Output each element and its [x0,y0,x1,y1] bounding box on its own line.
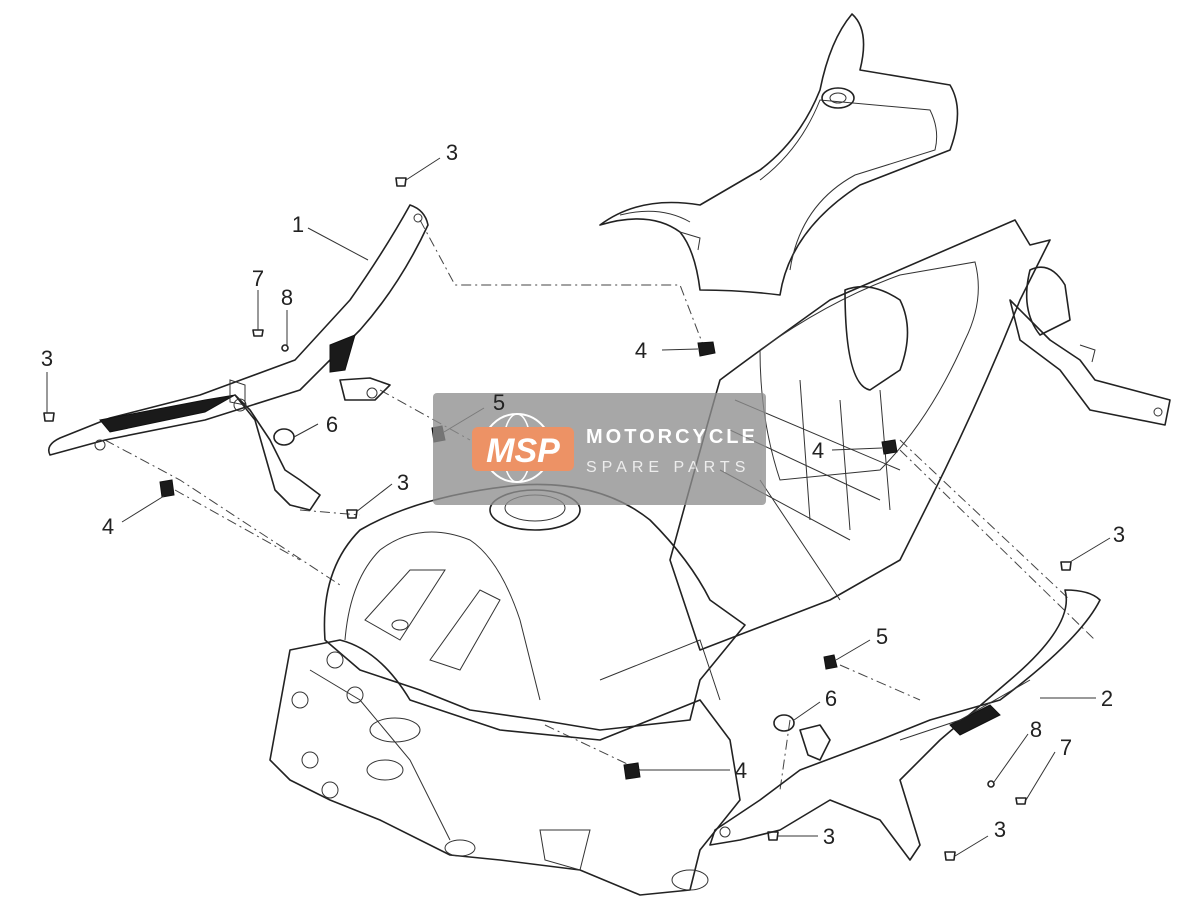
watermark-brand: MOTORCYCLE [586,426,758,448]
callout-label: 3 [994,817,1006,842]
callout-label: 3 [41,346,53,371]
callouts: 3 1 7 8 3 6 5 3 4 4 4 3 5 2 6 8 7 4 3 3 [41,140,1125,849]
callout-label: 8 [1030,717,1042,742]
watermark-sub: SPARE PARTS [586,459,750,476]
callout-label: 3 [1113,522,1125,547]
callout-label: 3 [446,140,458,165]
leader-lines [46,157,1111,857]
seat [599,13,959,296]
watermark-logo: MSP [486,432,560,470]
callout-label: 3 [823,824,835,849]
callout-label: 6 [326,412,338,437]
callout-label: 4 [102,514,114,539]
left-side-fairing [47,204,429,511]
callout-label: 7 [1060,735,1072,760]
fuel-tank [323,483,746,731]
watermark-panel [433,393,766,505]
hardware [43,177,1072,861]
callout-label: 4 [635,338,647,363]
callout-label: 4 [812,438,824,463]
watermark: MSP MOTORCYCLE SPARE PARTS [433,393,766,505]
right-side-fairing [709,589,1101,861]
callout-label: 5 [493,390,505,415]
callout-label: 2 [1101,686,1113,711]
callout-label: 5 [876,624,888,649]
callout-label: 1 [292,212,304,237]
watermark-logo-badge [472,427,574,471]
callout-label: 4 [735,758,747,783]
callout-label: 7 [252,266,264,291]
callout-label: 3 [397,470,409,495]
main-frame [269,639,741,896]
callout-label: 6 [825,686,837,711]
callout-label: 8 [281,285,293,310]
